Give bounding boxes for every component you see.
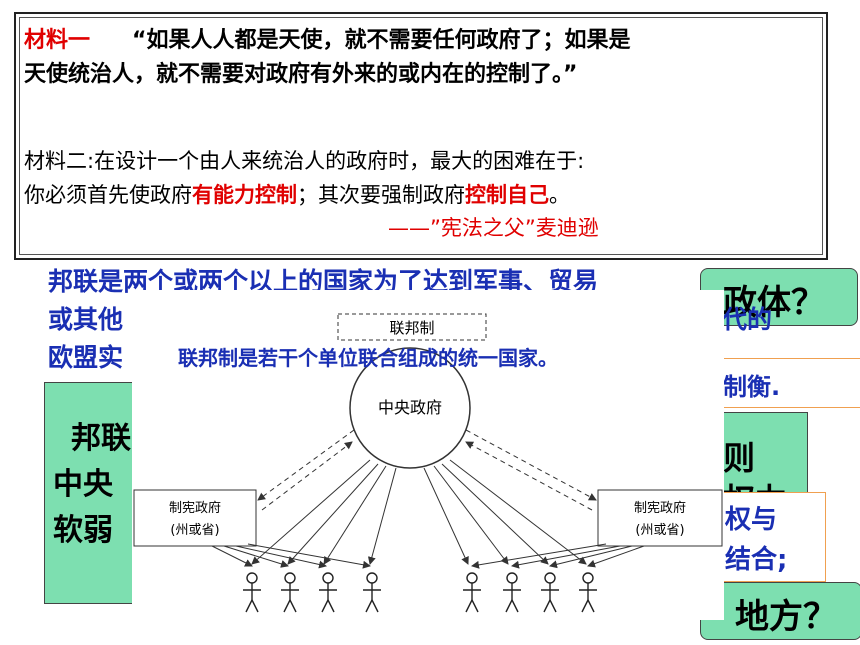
diagram-svg: 联邦制 中央政府 制宪政府 (州或省) 制宪政府 (州或省) [133, 313, 723, 613]
right-state-box [597, 489, 723, 547]
confederation-text-line2: 或其他 [48, 305, 124, 334]
top-dashed-box [337, 313, 487, 341]
material-one-line2: 天使统治人，就不需要对政府有外来的或内在的控制了。” [24, 62, 578, 87]
right-box-to-people-arrows [471, 543, 645, 569]
right-box-checks: 制衡. [700, 358, 860, 408]
left-green-box: 邦联 中央 软弱 [44, 382, 136, 604]
left-state-box [133, 489, 257, 547]
material-two-line2: 你必须首先使政府有能力控制；其次要强制政府控制自己。 [24, 183, 570, 207]
material-one-line1: 材料一“如果人人都是天使，就不需要任何政府了；如果是 [24, 28, 631, 53]
svg-text:(州或省): (州或省) [170, 523, 219, 538]
confederation-text-line2-tail: 代的 [722, 305, 773, 334]
right-question-box-1: 政体？ [700, 268, 858, 326]
right-question-1: 政体？ [723, 283, 825, 323]
material-one: 材料一“如果人人都是天使，就不需要任何政府了；如果是 天使统治人，就不需要对政府… [24, 24, 824, 92]
quote-box [14, 12, 828, 260]
central-government-circle [349, 347, 471, 469]
highlight-control-itself: 控制自己 [465, 183, 549, 207]
center-to-people-arrows [251, 459, 587, 565]
left-box-to-people-arrows [211, 543, 371, 569]
top-label: 联邦制 [389, 319, 434, 337]
citizen-figures [243, 572, 597, 613]
diagram-title: 联邦制是若干个单位联合组成的统一国家。 [178, 346, 558, 370]
signature-madison: ——”宪法之父”麦迪逊 [388, 216, 599, 240]
person-icon [503, 572, 521, 613]
right-checks-text: 制衡. [723, 373, 781, 401]
confederation-text-line3: 欧盟实 [48, 343, 124, 372]
person-icon [541, 572, 559, 613]
svg-text:(州或省): (州或省) [635, 523, 684, 538]
person-icon [319, 572, 337, 613]
person-icon [463, 572, 481, 613]
central-government-label: 中央政府 [378, 398, 442, 417]
person-icon [363, 572, 381, 613]
person-icon [579, 572, 597, 613]
highlight-able-to-control: 有能力控制 [192, 183, 297, 207]
svg-text:制宪政府: 制宪政府 [634, 500, 686, 516]
material-two-line1: 材料二:在设计一个由人来统治人的政府时，最大的困难在于: [24, 149, 585, 173]
material-one-label: 材料一 [24, 28, 91, 53]
svg-text:制宪政府: 制宪政府 [169, 500, 221, 516]
person-icon [281, 572, 299, 613]
right-question-2: 地方？ [735, 597, 837, 637]
right-question-box-2: 地方？ [700, 582, 860, 640]
quote-box-inner-border [19, 17, 823, 255]
material-two: 材料二:在设计一个由人来统治人的政府时，最大的困难在于: 你必须首先使政府有能力… [24, 144, 824, 212]
federal-system-diagram: 联邦制 中央政府 制宪政府 (州或省) 制宪政府 (州或省) [132, 290, 724, 620]
person-icon [243, 572, 261, 613]
